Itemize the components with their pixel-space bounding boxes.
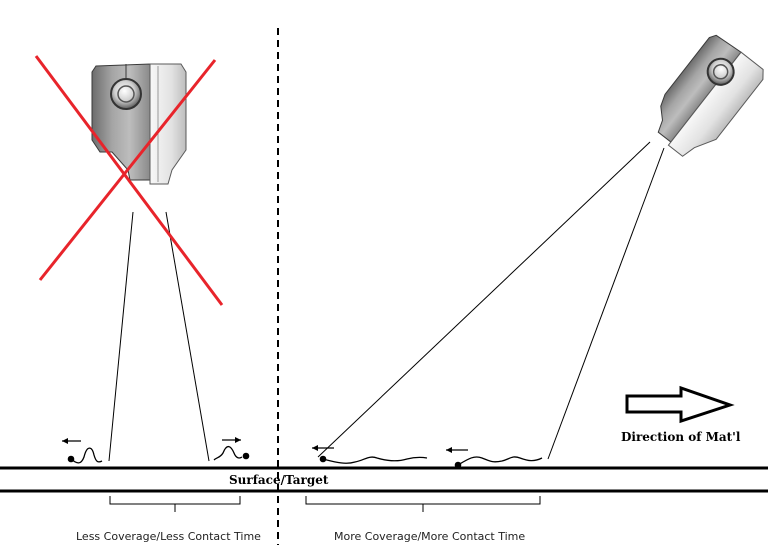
left-spray-line-right xyxy=(165,211,210,462)
coverage-bracket-right xyxy=(305,496,541,512)
debris-particle-icon xyxy=(446,447,543,469)
left-coverage-caption: Less Coverage/Less Contact Time xyxy=(76,530,261,543)
nozzle-bolt-icon xyxy=(110,78,142,110)
right-coverage-caption: More Coverage/More Contact Time xyxy=(334,530,525,543)
left-nozzle-icon xyxy=(91,63,187,185)
debris-particle-icon xyxy=(213,437,250,461)
right-spray-line-long xyxy=(317,141,651,458)
right-nozzle-icon xyxy=(657,34,764,157)
debris-particle-icon xyxy=(312,445,428,464)
nozzle-bolt-icon xyxy=(706,57,735,86)
right-spray-line-short xyxy=(547,147,665,460)
surface-target-label: Surface/Target xyxy=(229,473,329,487)
reject-x-icon xyxy=(34,55,224,306)
coverage-bracket-left xyxy=(109,496,241,512)
direction-label: Direction of Mat'l xyxy=(621,430,741,444)
left-spray-line-left xyxy=(108,211,134,462)
debris-particle-icon xyxy=(62,438,103,464)
direction-arrow-icon xyxy=(625,385,735,424)
